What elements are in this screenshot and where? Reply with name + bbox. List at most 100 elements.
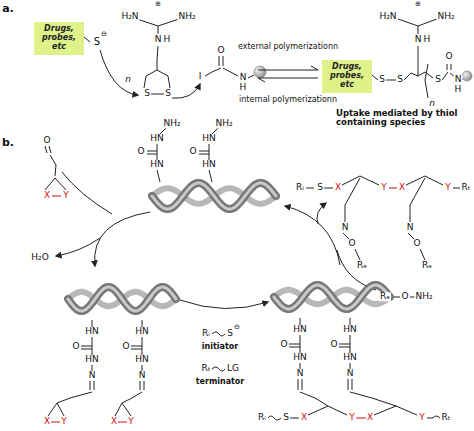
scheme-label: S xyxy=(378,75,386,84)
scheme-label: NH₂ xyxy=(162,119,181,128)
scheme-label: HN xyxy=(342,325,358,334)
scheme-label: O xyxy=(216,46,225,55)
scheme-label: HN xyxy=(149,160,165,169)
scheme-label: S xyxy=(396,75,404,84)
scheme-label: Rₑ xyxy=(379,292,391,301)
scheme-label: a. xyxy=(1,3,15,15)
scheme-label: terminator xyxy=(195,378,246,386)
helix-ribbon xyxy=(68,287,176,311)
helix-ribbon xyxy=(274,285,390,309)
scheme-label: HN xyxy=(201,160,217,169)
scheme-label: initiator xyxy=(201,343,239,351)
scheme-label: H₂O xyxy=(30,253,49,262)
scheme-label: H₂N xyxy=(120,12,139,21)
scheme-label: H xyxy=(454,85,463,94)
scheme-label: O xyxy=(347,239,356,248)
scheme-label: H₂N xyxy=(378,12,397,21)
scheme-label: S xyxy=(434,75,442,84)
scheme-label: X xyxy=(398,183,406,192)
scheme-label: b. xyxy=(1,137,15,149)
scheme-label: NH₂ xyxy=(214,119,233,128)
scheme-label: ⊕ xyxy=(154,1,162,8)
scheme-label: I xyxy=(198,72,203,81)
scheme-label: HN xyxy=(84,355,100,364)
scheme-label: HN xyxy=(134,327,150,336)
scheme-label: O xyxy=(71,342,80,351)
scheme-label: HN xyxy=(134,355,150,364)
scheme-label: LG xyxy=(226,364,240,373)
scheme-label: Y xyxy=(127,417,135,426)
scheme-label: Rᵢ xyxy=(295,183,305,192)
box-text: Drugs, probes, etc xyxy=(322,61,372,91)
scheme-label: Y xyxy=(444,183,452,192)
scheme-label: O xyxy=(329,340,338,349)
helix-ribbon xyxy=(274,285,390,309)
scheme-label: N xyxy=(88,371,97,380)
scheme-label: O xyxy=(444,52,453,61)
scheme-label: S xyxy=(316,183,324,192)
scheme-label: O xyxy=(42,136,51,145)
scheme-label: Rₜ xyxy=(201,364,212,373)
scheme-label: Rᵢ xyxy=(201,329,211,338)
scheme-label: O xyxy=(188,147,197,156)
scheme-label: Rᵢ xyxy=(257,413,267,422)
scheme-label: N xyxy=(154,35,163,44)
payload-box: Drugs, probes, etc xyxy=(322,60,372,93)
scheme-label: O xyxy=(121,342,130,351)
scheme-label: X xyxy=(43,417,51,426)
scheme-label: Y xyxy=(380,183,388,192)
scheme-label: Y xyxy=(418,413,426,422)
scheme-label: N xyxy=(138,371,147,380)
helix-ribbon xyxy=(152,183,276,209)
scheme-label: NH₂ xyxy=(177,12,196,21)
scheme-label: Rₜ xyxy=(461,183,472,192)
scheme-label: O xyxy=(279,340,288,349)
scheme-label: X xyxy=(366,413,374,422)
scheme-label: NH₂ xyxy=(436,12,455,21)
scheme-label: N xyxy=(454,75,463,84)
scheme-label: X xyxy=(110,417,118,426)
scheme-label: Rₑ xyxy=(421,261,433,270)
scheme-label: N xyxy=(239,73,248,82)
scheme-label: Y xyxy=(62,191,70,200)
scheme-label: HN xyxy=(292,325,308,334)
scheme-label: external polymerizationn xyxy=(237,43,339,51)
scheme-label: N xyxy=(296,369,305,378)
scheme-label: N xyxy=(406,223,415,232)
red-bonds xyxy=(51,188,397,422)
scheme-label: N xyxy=(341,223,350,232)
scheme-label: n xyxy=(124,75,132,84)
scheme-label: S xyxy=(164,89,172,98)
scheme-label: HN xyxy=(201,134,217,143)
scheme-label: ⊕ xyxy=(414,1,422,8)
scheme-label: O xyxy=(412,239,421,248)
scheme-label: ⊖ xyxy=(100,31,108,38)
reaction-arrows xyxy=(56,50,376,309)
protein-helices xyxy=(68,183,390,311)
scheme-label: NH₂ xyxy=(414,292,433,301)
scheme-label: HN xyxy=(84,327,100,336)
scheme-label: ⊖ xyxy=(233,324,241,331)
scheme-label: HN xyxy=(292,353,308,362)
scheme-label: N xyxy=(346,369,355,378)
scheme-label: O xyxy=(400,292,409,301)
scheme-label: Y xyxy=(60,417,68,426)
scheme-label: X xyxy=(300,413,308,422)
scheme-label: X xyxy=(43,191,51,200)
helix-ribbon xyxy=(152,183,276,209)
payload-box: Drugs, probes, etc xyxy=(34,22,84,55)
scheme-label: HN xyxy=(342,353,358,362)
scheme-label: O xyxy=(136,147,145,156)
scheme-label: H xyxy=(163,35,172,44)
scheme-label: Y xyxy=(348,413,356,422)
scheme-label: H xyxy=(239,83,248,92)
scheme-label: S xyxy=(143,89,151,98)
scheme-label: X xyxy=(334,183,342,192)
scheme-label: Rₑ xyxy=(356,261,368,270)
helix-ribbon xyxy=(68,287,176,311)
scheme-label: Uptake mediated by thiol containing spec… xyxy=(335,109,469,127)
scheme-label: Rₜ xyxy=(441,413,452,422)
scheme-label: H xyxy=(423,35,432,44)
scheme-label: HN xyxy=(149,134,165,143)
